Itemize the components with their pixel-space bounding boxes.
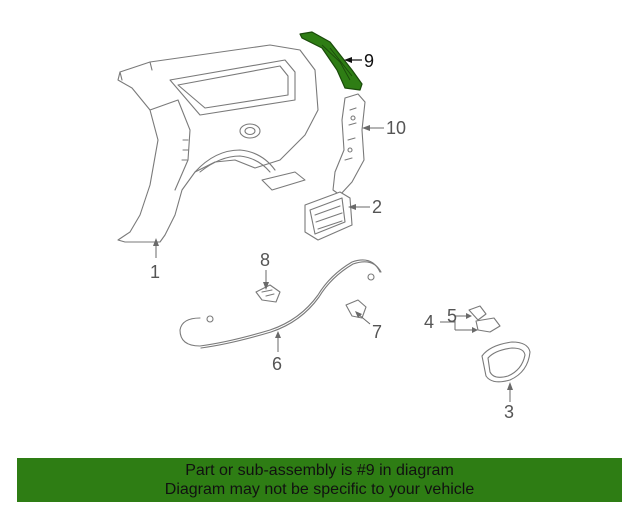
callout-3: 3 bbox=[504, 402, 514, 422]
cable-part-6[interactable] bbox=[179, 259, 382, 349]
callout-6: 6 bbox=[272, 354, 282, 374]
info-banner: Part or sub-assembly is #9 in diagram Di… bbox=[17, 458, 622, 502]
pillar-part-9-highlighted[interactable] bbox=[299, 31, 363, 91]
callout-4: 4 bbox=[424, 312, 434, 332]
leader-lines bbox=[153, 57, 513, 402]
latch-part-7[interactable] bbox=[345, 299, 367, 319]
callout-9: 9 bbox=[364, 51, 374, 71]
callout-2: 2 bbox=[372, 197, 382, 217]
reinforcement-part-10[interactable] bbox=[332, 93, 366, 196]
fuel-door-part-3[interactable] bbox=[481, 341, 531, 383]
callout-5: 5 bbox=[447, 306, 457, 326]
quarter-panel-part-1[interactable] bbox=[117, 44, 319, 243]
parts-diagram: 1 2 3 4 5 6 7 8 9 10 bbox=[117, 31, 531, 422]
callout-7: 7 bbox=[372, 322, 382, 342]
hinge-part-5[interactable] bbox=[468, 305, 487, 321]
hinge-part-4[interactable] bbox=[475, 317, 501, 333]
banner-line-1: Part or sub-assembly is #9 in diagram bbox=[185, 462, 454, 479]
callout-1: 1 bbox=[150, 262, 160, 282]
filler-housing-part-2[interactable] bbox=[304, 191, 353, 241]
callout-8: 8 bbox=[260, 250, 270, 270]
bracket-part-8[interactable] bbox=[255, 284, 281, 303]
callout-10: 10 bbox=[386, 118, 406, 138]
banner-line-2: Diagram may not be specific to your vehi… bbox=[164, 481, 475, 498]
